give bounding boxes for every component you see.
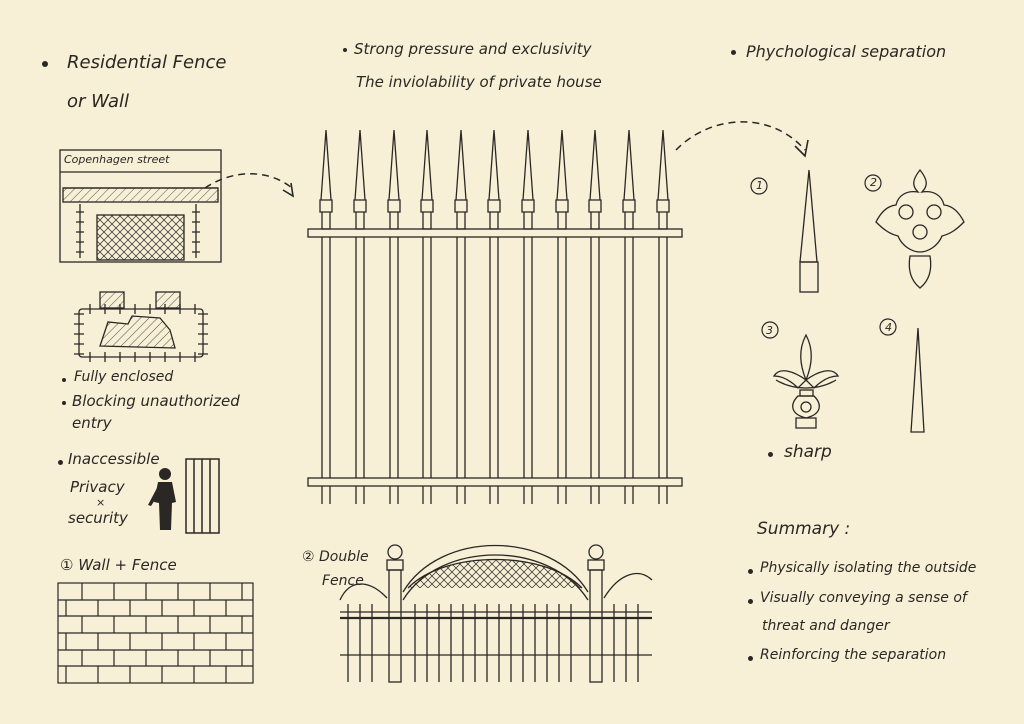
bullet bbox=[748, 569, 753, 574]
privacy-text: Privacy bbox=[70, 478, 125, 496]
bullet bbox=[62, 378, 66, 382]
double-fence-label: ② Double bbox=[302, 549, 369, 565]
inaccessible-text: Inaccessible bbox=[68, 450, 160, 468]
double-fence-label-2: Fence bbox=[322, 573, 364, 589]
summary-item-3: threat and danger bbox=[762, 618, 890, 634]
bullet bbox=[58, 460, 63, 465]
finial-fleur bbox=[772, 333, 840, 429]
finial-spike bbox=[910, 327, 925, 433]
heading-residential: Residential Fence bbox=[67, 52, 227, 73]
dashed-arrow bbox=[204, 173, 293, 189]
main-fence bbox=[307, 129, 683, 504]
bullet bbox=[748, 599, 753, 604]
cross-text: × bbox=[96, 496, 106, 509]
bullet bbox=[343, 48, 347, 52]
dashed-arrow-right bbox=[675, 121, 806, 151]
bullet bbox=[731, 50, 736, 55]
person-figure bbox=[148, 468, 176, 530]
inviolability-text: The inviolability of private house bbox=[356, 73, 602, 91]
street-sketch bbox=[59, 149, 222, 263]
brick-wall bbox=[57, 582, 254, 684]
blocking-text-2: entry bbox=[72, 414, 112, 432]
finial-number-2: 2 bbox=[870, 176, 877, 189]
bullet bbox=[42, 61, 48, 67]
finial-spear bbox=[799, 169, 819, 293]
bullet bbox=[768, 452, 773, 457]
bullet bbox=[748, 656, 753, 661]
double-fence bbox=[339, 544, 653, 683]
wall-fence-label: ① Wall + Fence bbox=[60, 556, 177, 574]
security-text: security bbox=[68, 509, 128, 527]
bullet bbox=[62, 401, 66, 405]
summary-item-1: Physically isolating the outside bbox=[760, 560, 977, 576]
summary-item-2: Visually conveying a sense of bbox=[760, 590, 967, 606]
sharp-text: sharp bbox=[784, 442, 832, 462]
finial-number-1: 1 bbox=[756, 179, 763, 192]
fully-enclosed-text: Fully enclosed bbox=[74, 369, 174, 385]
psych-separation-text: Phychological separation bbox=[746, 42, 947, 61]
summary-title: Summary : bbox=[757, 519, 851, 539]
copenhagen-label: Copenhagen street bbox=[64, 153, 170, 166]
heading-residential-2: or Wall bbox=[67, 91, 129, 112]
strong-pressure-text: Strong pressure and exclusivity bbox=[354, 40, 592, 58]
finial-number-4: 4 bbox=[885, 321, 892, 334]
summary-item-4: Reinforcing the separation bbox=[760, 647, 947, 663]
finial-ornate bbox=[875, 168, 965, 289]
bar-panel bbox=[185, 458, 220, 534]
finial-number-3: 3 bbox=[766, 324, 773, 337]
enclosed-plan bbox=[74, 291, 208, 362]
blocking-text: Blocking unauthorized bbox=[72, 392, 240, 410]
